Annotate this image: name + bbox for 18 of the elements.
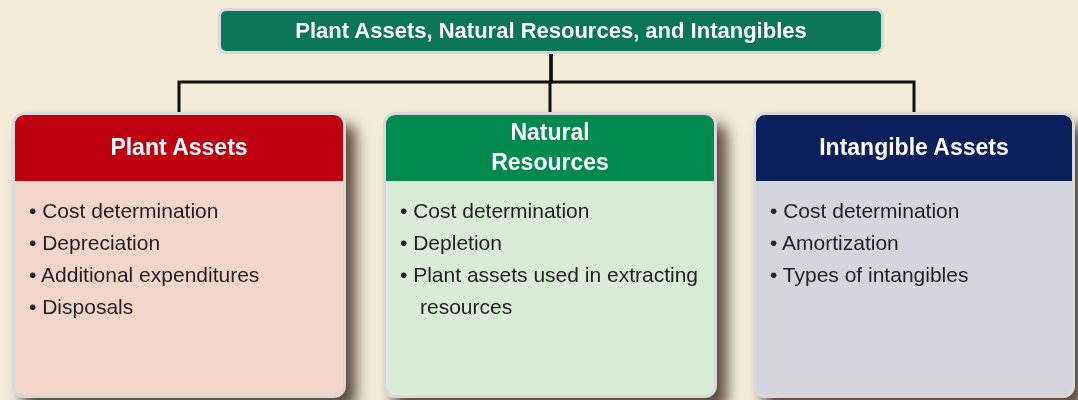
category-card — [12, 112, 346, 398]
bullet-item: • Depletion — [400, 230, 503, 256]
connector-line — [549, 54, 916, 112]
title-box: Plant Assets, Natural Resources, and Intangibles — [218, 8, 884, 54]
bullet-item: • Plant assets used in extracting resources — [400, 262, 699, 320]
bullet-item: • Amortization — [770, 230, 900, 256]
card-heading: Natural Resources — [386, 115, 714, 181]
bullet-item: • Types of intangibles — [770, 262, 970, 288]
bullet-item: • Disposals — [29, 294, 135, 320]
category-card — [753, 112, 1075, 398]
bullet-item: • Cost determination — [29, 198, 220, 224]
bullet-item: • Depreciation — [29, 230, 162, 256]
bullet-item: • Additional expenditures — [29, 262, 261, 288]
card-heading: Intangible Assets — [756, 115, 1072, 181]
bullet-item: • Cost determination — [770, 198, 961, 224]
bullet-item: • Cost determination — [400, 198, 591, 224]
card-heading: Plant Assets — [15, 115, 343, 181]
category-card — [383, 112, 717, 398]
